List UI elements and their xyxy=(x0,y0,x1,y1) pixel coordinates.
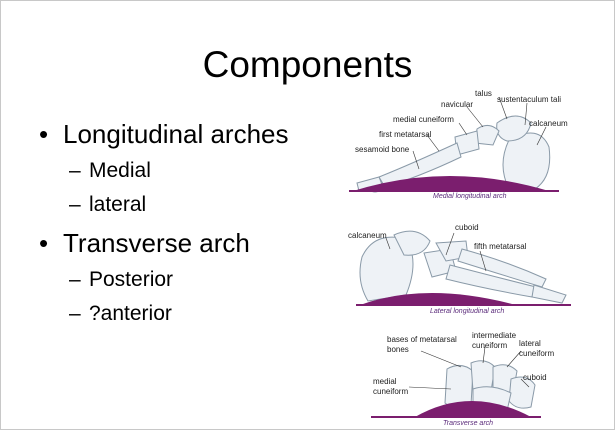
label-calcaneum: calcaneum xyxy=(348,231,387,240)
calcaneum-bone-shape xyxy=(359,236,414,302)
bullet-dot: • xyxy=(39,119,49,149)
medial-arch-floor xyxy=(353,176,549,191)
transverse-arch-figure: bases of metatarsal bones intermediate c… xyxy=(361,327,561,429)
lateral-arch-illustration xyxy=(356,230,571,306)
talus-bone-shape xyxy=(496,115,532,142)
sub-bullet-anterior: –?anterior xyxy=(69,302,172,325)
sub-bullet-posterior: –Posterior xyxy=(69,268,174,291)
lateral-arch-floor xyxy=(360,293,516,305)
sub-bullet-lateral: –lateral xyxy=(69,193,147,216)
navicular-bone-shape xyxy=(474,125,500,146)
dash: – xyxy=(69,302,81,325)
phalanx-bone-shape xyxy=(531,284,567,304)
transverse-arch-illustration xyxy=(371,346,541,418)
label-cuboid: cuboid xyxy=(523,373,547,382)
sub-bullet-medial: –Medial xyxy=(69,159,151,182)
caption-transverse-arch: Transverse arch xyxy=(443,420,494,427)
label-lateral-line2: cuneiform xyxy=(519,349,555,358)
slide-title: Components xyxy=(202,44,413,85)
label-first-metatarsal: first metatarsal xyxy=(379,130,432,139)
label-talus: talus xyxy=(475,89,492,98)
bullet-dot: • xyxy=(39,228,49,258)
label-cuboid: cuboid xyxy=(455,223,479,232)
lateral-arch-figure: calcaneum cuboid fifth metatarsal Latera… xyxy=(346,221,576,321)
bullet-list: •Longitudinal arches –Medial –lateral •T… xyxy=(39,118,339,327)
label-sustentaculum-tali: sustentaculum tali xyxy=(497,95,562,104)
caption-medial-arch: Medial longitudinal arch xyxy=(433,193,507,200)
bullet-transverse-arch: •Transverse arch xyxy=(39,228,250,258)
caption-lateral-arch: Lateral longitudinal arch xyxy=(430,308,505,315)
label-medial-cuneiform: medial cuneiform xyxy=(393,115,454,124)
label-medial-line2: cuneiform xyxy=(373,387,409,396)
dash: – xyxy=(69,268,81,291)
bullet-longitudinal-arches: •Longitudinal arches xyxy=(39,119,289,149)
medial-arch-figure: talus navicular sustentaculum tali media… xyxy=(349,85,574,203)
transverse-arch-floor xyxy=(415,401,531,417)
calcaneum-bone-shape xyxy=(502,132,551,190)
label-navicular: navicular xyxy=(441,100,474,109)
medial-arch-illustration xyxy=(349,96,559,193)
dash: – xyxy=(69,159,81,182)
label-intermediate-line1: intermediate xyxy=(472,331,517,340)
talus-bone-shape xyxy=(393,230,431,256)
label-bases-line2: bones xyxy=(387,345,409,354)
label-medial-line1: medial xyxy=(373,377,397,386)
label-lateral-line1: lateral xyxy=(519,339,541,348)
label-intermediate-line2: cuneiform xyxy=(472,341,508,350)
label-fifth-metatarsal: fifth metatarsal xyxy=(474,242,527,251)
label-sesamoid-bone: sesamoid bone xyxy=(355,145,410,154)
label-bases-line1: bases of metatarsal xyxy=(387,335,457,344)
label-calcaneum: calcaneum xyxy=(529,119,568,128)
cuboid-bone-shape xyxy=(508,376,536,409)
dash: – xyxy=(69,193,81,216)
